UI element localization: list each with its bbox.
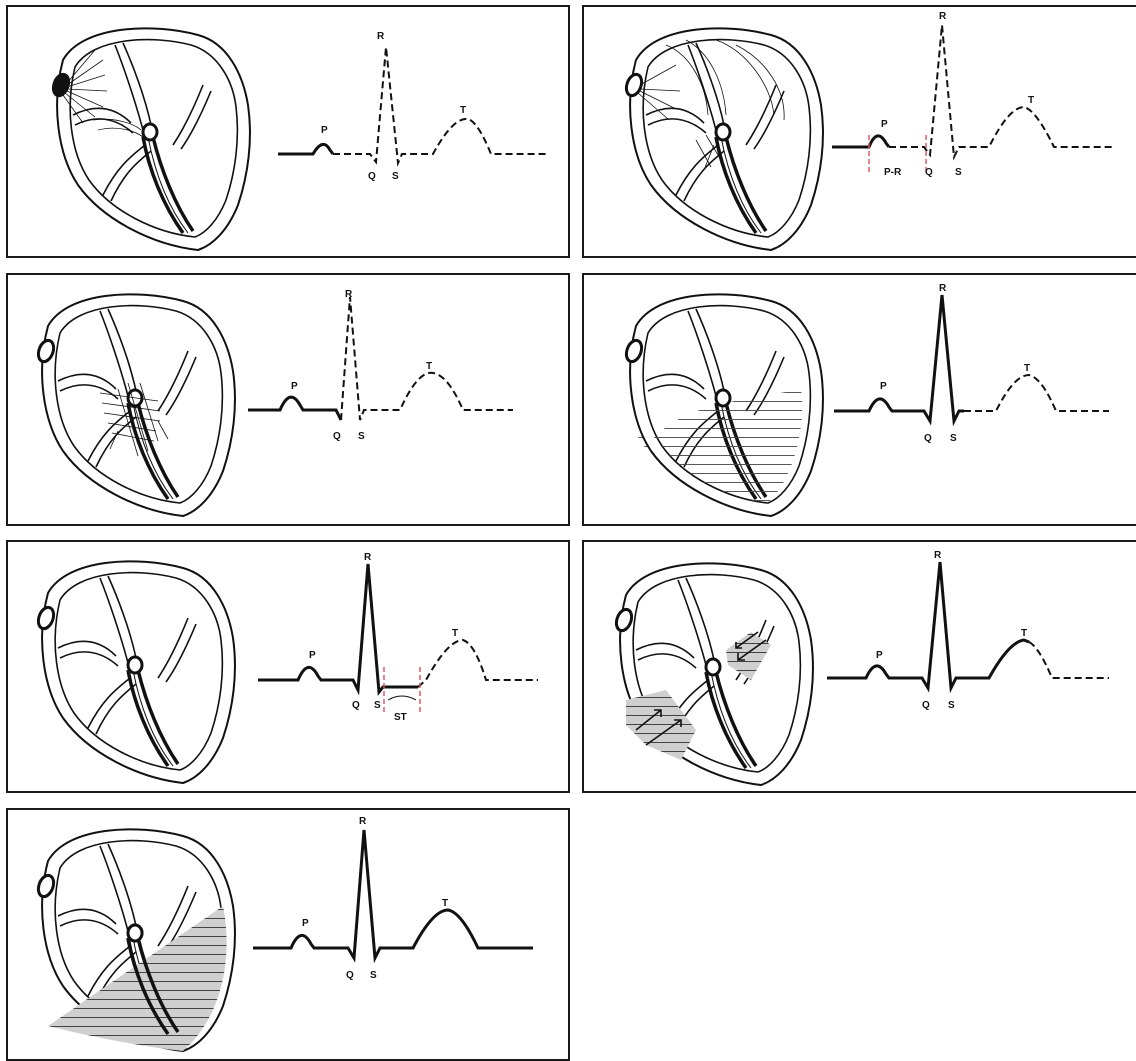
r-wave-label: R xyxy=(359,816,367,827)
p-wave-label: P xyxy=(880,381,887,392)
pr-interval-label: P-R xyxy=(884,167,902,178)
p-wave-label: P xyxy=(309,650,316,661)
p-wave-label: P xyxy=(876,650,883,661)
s-wave-label: S xyxy=(370,970,377,981)
ecg-diagram-4: P R Q S T xyxy=(621,283,1109,518)
st-segment-bracket xyxy=(387,695,417,701)
ecg-diagram-3: P R Q S T xyxy=(33,289,513,518)
st-segment-label: ST xyxy=(394,712,407,723)
p-wave-label: P xyxy=(321,125,328,136)
ecg-trace xyxy=(253,829,533,964)
ecg-trace xyxy=(258,563,538,696)
ecg-trace xyxy=(827,561,1109,694)
q-wave-label: Q xyxy=(922,700,930,711)
ecg-diagram-1: P R Q S T xyxy=(48,26,548,252)
ecg-panel-4: P R Q S T xyxy=(582,273,1136,526)
s-wave-label: S xyxy=(358,431,365,442)
pr-interval-markers xyxy=(868,135,927,175)
q-wave-label: Q xyxy=(333,431,341,442)
ecg-diagram-2: P R Q S T P-R xyxy=(621,11,1114,252)
heart-illustration xyxy=(33,292,237,518)
ecg-panel-2: P R Q S T P-R xyxy=(582,5,1136,258)
heart-illustration xyxy=(621,292,825,518)
t-wave-label: T xyxy=(426,361,432,372)
r-wave-label: R xyxy=(934,550,942,561)
t-wave-label: T xyxy=(452,628,458,639)
heart-illustration xyxy=(33,827,237,1053)
ecg-diagram-7: P R Q S T xyxy=(33,816,533,1053)
s-wave-label: S xyxy=(392,171,399,182)
q-wave-label: Q xyxy=(924,433,932,444)
s-wave-label: S xyxy=(374,700,381,711)
p-wave-label: P xyxy=(881,119,888,130)
t-wave-label: T xyxy=(1028,95,1034,106)
ecg-diagram-6: P R Q S T xyxy=(611,550,1109,787)
r-wave-label: R xyxy=(377,31,385,42)
heart-illustration xyxy=(621,26,825,252)
ecg-panel-5: P R Q S T ST xyxy=(6,540,570,793)
ecg-panel-1: P R Q S T xyxy=(6,5,570,258)
ecg-panel-6: P R Q S T xyxy=(582,540,1136,793)
heart-illustration xyxy=(611,561,815,787)
q-wave-label: Q xyxy=(925,167,933,178)
ecg-trace xyxy=(278,46,548,167)
p-wave-label: P xyxy=(291,381,298,392)
t-wave-label: T xyxy=(460,105,466,116)
t-wave-label: T xyxy=(1024,363,1030,374)
s-wave-label: S xyxy=(950,433,957,444)
ecg-panel-7: P R Q S T xyxy=(6,808,570,1061)
s-wave-label: S xyxy=(948,700,955,711)
s-wave-label: S xyxy=(955,167,962,178)
t-wave-label: T xyxy=(442,898,448,909)
ecg-trace xyxy=(248,296,513,421)
r-wave-label: R xyxy=(939,11,947,22)
q-wave-label: Q xyxy=(352,700,360,711)
st-segment-markers xyxy=(383,667,421,714)
p-wave-label: P xyxy=(302,918,309,929)
r-wave-label: R xyxy=(939,283,947,294)
r-wave-label: R xyxy=(364,552,372,563)
q-wave-label: Q xyxy=(346,970,354,981)
heart-illustration xyxy=(48,26,252,252)
q-wave-label: Q xyxy=(368,171,376,182)
ecg-panel-3: P R Q S T xyxy=(6,273,570,526)
r-wave-label: R xyxy=(345,289,353,300)
ecg-diagram-5: P R Q S T ST xyxy=(33,552,538,785)
ecg-trace xyxy=(834,294,1109,427)
ecg-trace xyxy=(832,24,1114,161)
heart-illustration xyxy=(33,559,237,785)
t-wave-label: T xyxy=(1021,628,1027,639)
